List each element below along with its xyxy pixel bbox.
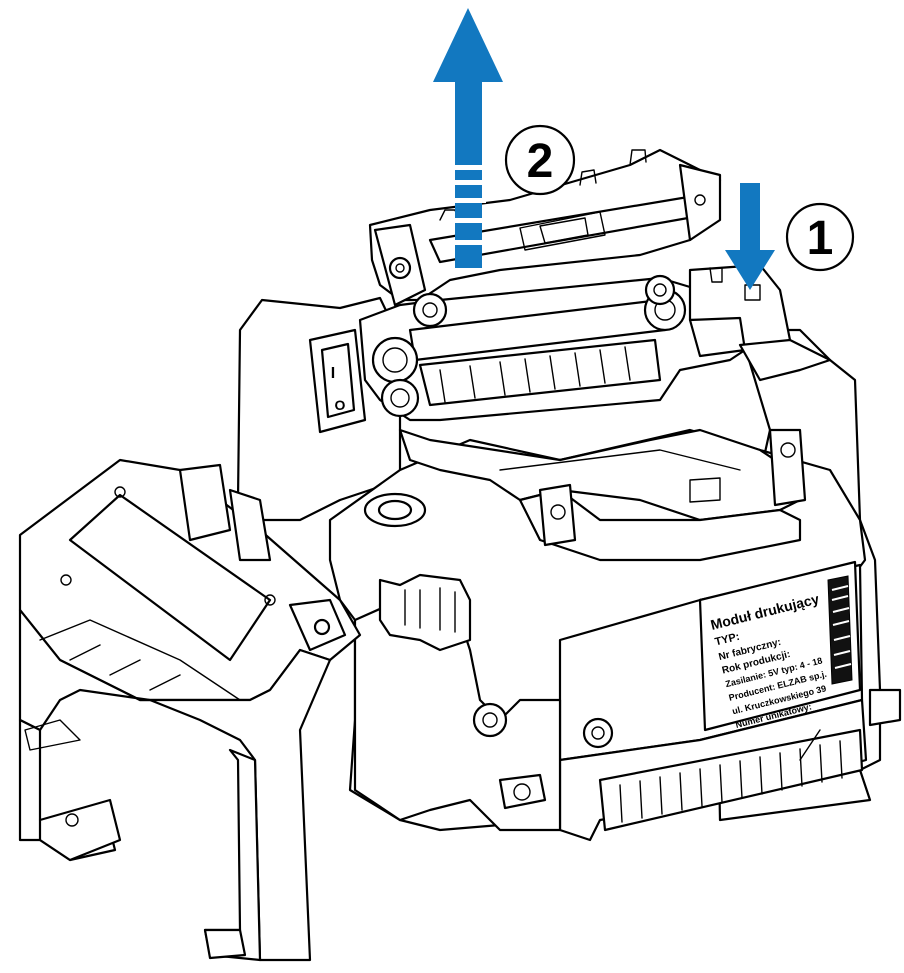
paper-exit-slots	[619, 729, 843, 823]
rating-label: Moduł drukujący TYP: Nr fabryczny: Rok p…	[698, 560, 862, 732]
paper-compartment	[398, 428, 807, 562]
barcode	[827, 575, 853, 685]
switch-off-symbol: O	[335, 397, 346, 413]
step-number: 1	[807, 212, 834, 265]
arrow-up	[433, 8, 503, 268]
front-bracket	[18, 458, 362, 962]
print-mechanism	[358, 263, 832, 422]
step-number: 2	[527, 135, 554, 188]
label-line: TYP:	[714, 631, 741, 649]
step-callout-2: 2	[504, 124, 576, 196]
step-callout-1: 1	[785, 202, 855, 272]
power-switch: I O	[308, 328, 367, 434]
arrow-down	[725, 183, 775, 290]
switch-on-symbol: I	[331, 365, 335, 382]
